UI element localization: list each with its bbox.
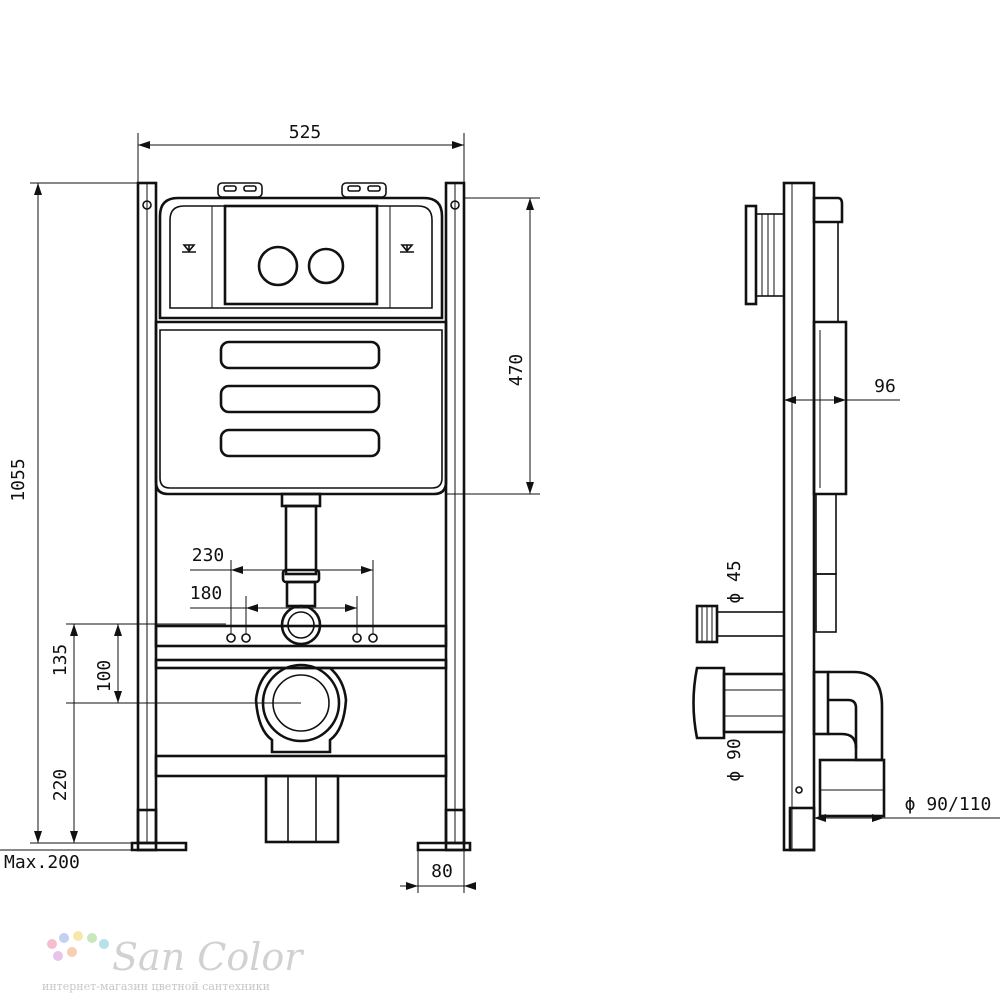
flush-button-large [257,245,299,287]
right-foot [416,841,472,852]
side-view: 96 ϕ 45 ϕ 90 ϕ 90/110 [692,181,1000,852]
sancolor-watermark: San Color интернет-магазин цветной санте… [42,931,305,993]
flush-button-small [307,247,345,285]
sancolor-logo-dots [47,931,109,961]
dim-inlet-outer-label: 230 [192,545,225,566]
frame-crossbars [154,624,448,778]
dim-depth-label: 96 [874,376,896,397]
right-frame-post [444,181,466,852]
dim-inlet-height-label: 135 [50,644,71,677]
sancolor-tagline: интернет-магазин цветной сантехники [42,980,270,993]
dim-outlet-offset-label: 100 [94,660,115,693]
logo-dot [87,933,97,943]
sancolor-brand: San Color [112,935,305,979]
front-view: 525 1055 470 230 180 135 [0,122,540,893]
side-flush-boss [744,204,785,306]
side-outlet-pipe [692,666,786,740]
logo-dot [53,951,63,961]
logo-dot [67,947,77,957]
outlet-connector [254,663,348,844]
dim-tank-height-label: 470 [506,354,527,387]
dim-foot-width-label: 80 [431,861,453,882]
dim-drain-diameter-label: ϕ 90/110 [905,794,992,815]
dim-height-label: 1055 [8,458,29,501]
flush-pipe [280,492,322,646]
side-cistern [812,196,848,633]
logo-dot [99,939,109,949]
side-water-inlet [695,604,785,644]
dim-inlet-inner-label: 180 [190,583,223,604]
logo-dot [73,931,83,941]
dim-inlet-diameter-label: ϕ 45 [724,560,745,603]
logo-dot [47,939,57,949]
left-frame-post [136,181,158,852]
cistern-housing [158,182,444,320]
left-foot [130,841,188,852]
dim-max-label: Max.200 [4,852,80,873]
cistern-tank [154,320,448,496]
side-drain-elbow [812,670,886,818]
dim-outlet-height-label: 220 [50,769,71,802]
side-frame-post [782,181,816,852]
logo-dot [59,933,69,943]
dim-width-label: 525 [289,122,322,143]
flush-plate [223,204,379,306]
dim-outlet-diameter-label: ϕ 90 [724,738,745,781]
